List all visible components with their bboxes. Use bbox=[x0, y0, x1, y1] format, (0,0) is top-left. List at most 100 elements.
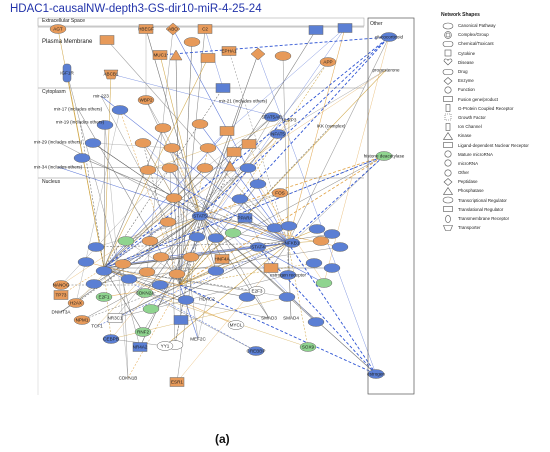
network-node-yy1: YY1 bbox=[156, 341, 174, 351]
legend-item: Other bbox=[441, 168, 549, 177]
network-node-mir-17-includes-others-: mir-17 (includes others) bbox=[54, 107, 103, 112]
legend-item-label: Ligand-dependent Nuclear Receptor bbox=[458, 142, 529, 148]
network-node-unlabeled bbox=[278, 292, 296, 302]
double-circle-icon bbox=[441, 31, 455, 39]
legend-item: Disease bbox=[441, 58, 549, 67]
oval-tall-icon bbox=[441, 214, 455, 223]
legend-item: microRNA bbox=[441, 159, 549, 168]
network-node-crebbp: CREBBP bbox=[247, 346, 265, 356]
network-node-unlabeled bbox=[315, 278, 333, 288]
legend-item-label: Fusion gene/product bbox=[458, 96, 499, 102]
network-node-label: HDAC2 bbox=[199, 297, 215, 302]
legend-item-label: Peptidase bbox=[458, 179, 478, 185]
network-node-label: FOS bbox=[275, 191, 284, 196]
network-node-label: RNF2 bbox=[137, 330, 149, 335]
network-node-mycl: MYCL bbox=[227, 320, 245, 330]
network-node-unlabeled bbox=[134, 138, 152, 148]
network-node-label: APP bbox=[323, 60, 332, 65]
legend-item-label: Translational Regulator bbox=[458, 206, 504, 212]
network-node-label: C2 bbox=[202, 27, 208, 32]
diamond-icon bbox=[441, 177, 455, 186]
legend-item-label: Cytokine bbox=[458, 50, 476, 56]
legend-item: Mature microRNA bbox=[441, 150, 549, 159]
network-node-mir-29-includes-others-: mir-29 (includes others) bbox=[34, 140, 83, 145]
network-node-label: YY1 bbox=[161, 344, 170, 349]
network-node-unlabeled bbox=[226, 147, 242, 157]
legend-item-label: Transcriptional Regulator bbox=[458, 197, 507, 203]
network-node-nr3c1: NR3C1 bbox=[107, 313, 123, 323]
network-node-label: glucocorticoid bbox=[375, 35, 404, 40]
circle-icon bbox=[441, 159, 455, 167]
network-node-unlabeled bbox=[241, 139, 257, 149]
network-node-unlabeled bbox=[263, 263, 279, 273]
network-node-unlabeled bbox=[142, 304, 160, 314]
network-node-label: histone deacetylase bbox=[364, 154, 405, 159]
network-node-unlabeled bbox=[191, 119, 209, 129]
network-node-unlabeled bbox=[117, 236, 135, 246]
network-node-unlabeled bbox=[238, 292, 256, 302]
network-node-unlabeled bbox=[308, 25, 324, 35]
legend-item-label: Chemical/Toxicant bbox=[458, 41, 494, 47]
network-node-unlabeled bbox=[182, 252, 200, 262]
network-node-mir-21-includes-others-: mir-21 (includes others) bbox=[219, 99, 268, 104]
network-node-unlabeled bbox=[249, 179, 267, 189]
network-node-abcb1: ABCB1 bbox=[103, 69, 119, 80]
network-node-unlabeled bbox=[188, 232, 206, 242]
network-node-c2: C2 bbox=[197, 24, 213, 34]
network-node-unlabeled bbox=[219, 126, 235, 136]
network-node-unlabeled bbox=[161, 163, 179, 173]
network-node-label: estrogen bbox=[367, 372, 385, 377]
network-node-label: NFAT5 bbox=[271, 132, 285, 137]
compartment-label-cytoplasm: Cytoplasm bbox=[42, 89, 66, 95]
network-node-ppara: PPARA bbox=[237, 213, 254, 223]
legend-item-label: Drug bbox=[458, 69, 468, 75]
legend-item: Fusion gene/product bbox=[441, 95, 549, 104]
network-node-unlabeled bbox=[323, 229, 341, 239]
network-node-igf1r: IGF1R bbox=[60, 63, 74, 83]
network-node-label: SOX9 bbox=[302, 345, 315, 350]
network-node-label: NR4A2 bbox=[133, 345, 148, 350]
network-node-unlabeled bbox=[159, 217, 177, 227]
network-node-label: SMAD4 bbox=[283, 316, 299, 321]
network-node-unlabeled bbox=[177, 295, 195, 305]
legend-item-label: G-Protein Coupled Receptor bbox=[458, 105, 514, 111]
triangle-icon bbox=[441, 131, 455, 140]
network-node-agt: AGT bbox=[49, 24, 67, 34]
network-node-unlabeled bbox=[114, 259, 132, 269]
oval-icon bbox=[441, 22, 455, 30]
network-node-cdkn2a: CDKN2A bbox=[136, 288, 155, 298]
rect-icon bbox=[441, 141, 455, 149]
network-node-hdac2: HDAC2 bbox=[199, 297, 215, 302]
legend-item-label: Complex/Group bbox=[458, 32, 489, 38]
network-node-unlabeled bbox=[120, 274, 138, 284]
network-node-muc1: MUC1 bbox=[152, 50, 168, 60]
network-node-mef2c: MEF2C bbox=[190, 337, 206, 342]
network-node-label: CDKN1B bbox=[119, 376, 138, 381]
network-node-smad3: SMAD3 bbox=[261, 316, 277, 321]
network-node-label: SMAD3 bbox=[261, 316, 277, 321]
network-node-unlabeled bbox=[96, 120, 114, 130]
network-node-unlabeled bbox=[331, 242, 349, 252]
network-node-unlabeled bbox=[200, 53, 216, 63]
legend-item: Ligand-dependent Nuclear Receptor bbox=[441, 140, 549, 149]
network-node-unlabeled bbox=[312, 236, 330, 246]
network-node-app: APP bbox=[319, 57, 337, 67]
network-node-label: PPARA bbox=[237, 216, 253, 221]
network-node-label: mir-34 (includes others) bbox=[34, 165, 83, 170]
network-node-unlabeled bbox=[84, 138, 102, 148]
figure-caption: (a) bbox=[215, 432, 230, 446]
legend-item: Kinase bbox=[441, 131, 549, 140]
network-node-stat5a-b: STAT5A/B bbox=[261, 112, 283, 122]
legend-item: Ion Channel bbox=[441, 122, 549, 131]
legend-item: G-Protein Coupled Receptor bbox=[441, 104, 549, 113]
network-node-tcf1: TCF1 bbox=[91, 324, 103, 329]
network-node-label: E2F1 bbox=[99, 295, 110, 300]
compartment-label-nucleus: Nucleus bbox=[42, 179, 61, 185]
network-node-nanog: NANOG bbox=[53, 280, 70, 290]
network-node-label: NFKB1 bbox=[285, 241, 300, 246]
network-node-unlabeled bbox=[266, 223, 284, 233]
network-node-unlabeled bbox=[165, 193, 183, 203]
legend-item: Transmembrane Receptor bbox=[441, 214, 549, 223]
